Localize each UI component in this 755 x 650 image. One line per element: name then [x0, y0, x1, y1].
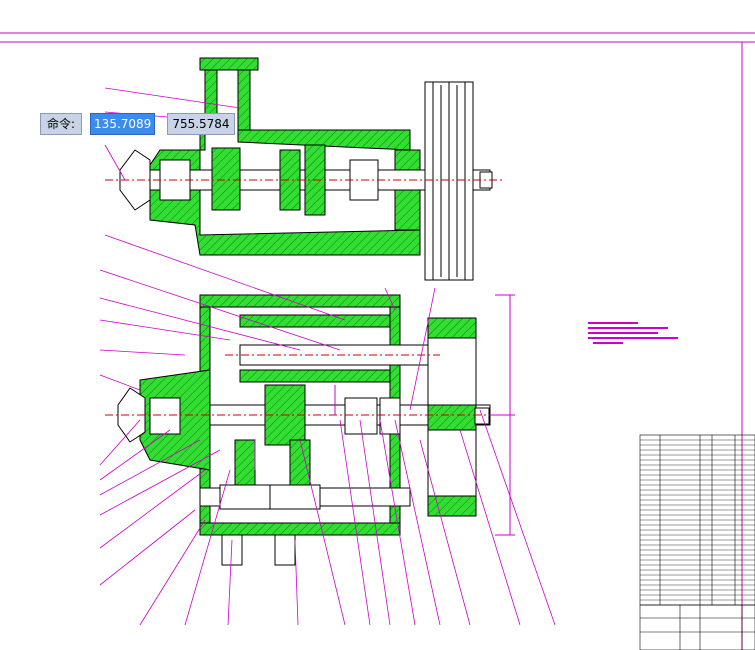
- x-coordinate-input[interactable]: 135.7089: [90, 113, 156, 135]
- leader-lines: [99, 87, 556, 626]
- parts-list-table: [639, 434, 755, 650]
- command-line-bar[interactable]: 命令: 135.7089 755.5784: [40, 113, 235, 135]
- drawing-frame: [0, 32, 755, 650]
- section-view-gearbox: [105, 294, 515, 566]
- command-label: 命令:: [40, 113, 83, 135]
- parts-list-rows: [640, 439, 755, 601]
- y-coordinate-input[interactable]: 755.5784: [167, 113, 235, 135]
- technical-notes: [588, 322, 678, 344]
- top-view-gearbox: [105, 57, 505, 281]
